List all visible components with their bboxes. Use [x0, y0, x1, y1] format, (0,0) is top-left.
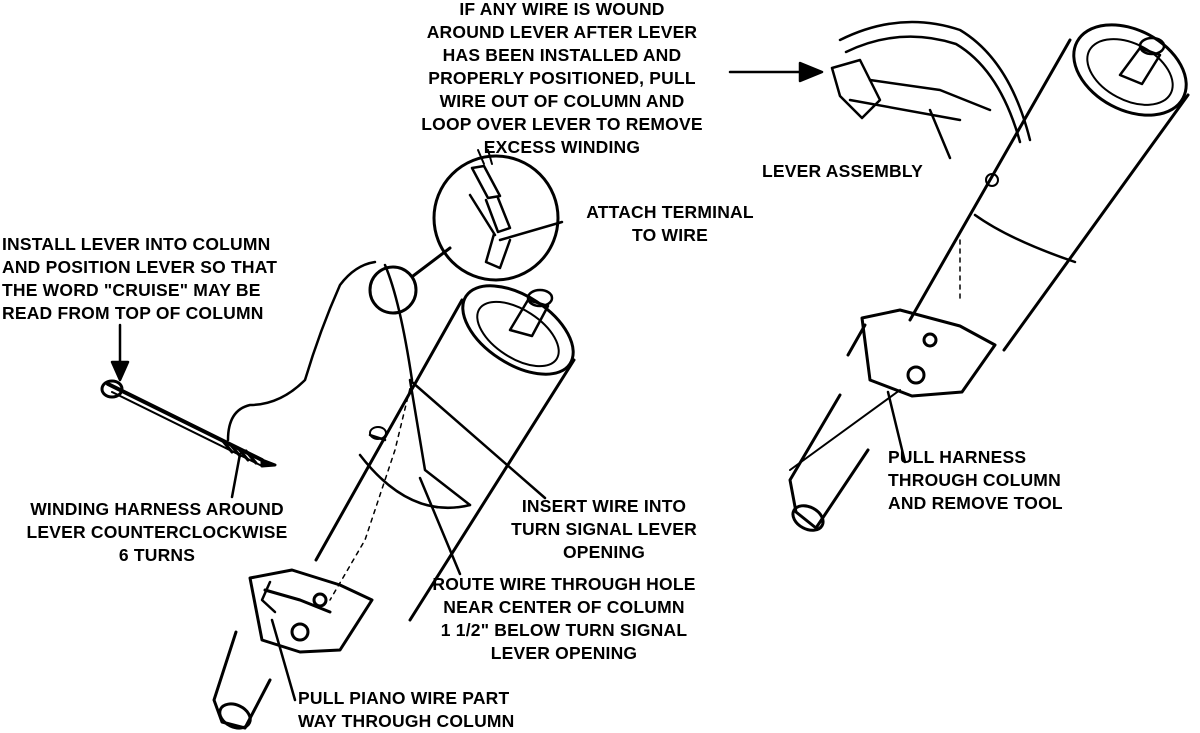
left-harness-wire [226, 193, 497, 507]
winding-tool [100, 379, 277, 468]
lever-assembly-label: LEVER ASSEMBLY [762, 161, 923, 181]
route-wire-label: ROUTE WIRE THROUGH HOLE NEAR CENTER OF C… [432, 574, 696, 663]
leader-lines [110, 61, 952, 702]
right-steering-column [788, 23, 1190, 532]
left-steering-column [212, 284, 576, 730]
pull-piano-wire-label: PULL PIANO WIRE PART WAY THROUGH COLUMN [298, 688, 515, 731]
insert-wire-label: INSERT WIRE INTO TURN SIGNAL LEVER OPENI… [511, 496, 697, 562]
pull-harness-label: PULL HARNESS THROUGH COLUMN AND REMOVE T… [888, 447, 1063, 513]
right-lever-assembly [830, 20, 1032, 144]
excess-winding-label: IF ANY WIRE IS WOUND AROUND LEVER AFTER … [421, 0, 703, 157]
attach-terminal-label: ATTACH TERMINAL TO WIRE [586, 202, 754, 245]
winding-harness-label: WINDING HARNESS AROUND LEVER COUNTERCLOC… [26, 499, 288, 565]
install-lever-label: INSTALL LEVER INTO COLUMN AND POSITION L… [2, 234, 278, 323]
terminal-detail-circle [368, 149, 560, 315]
